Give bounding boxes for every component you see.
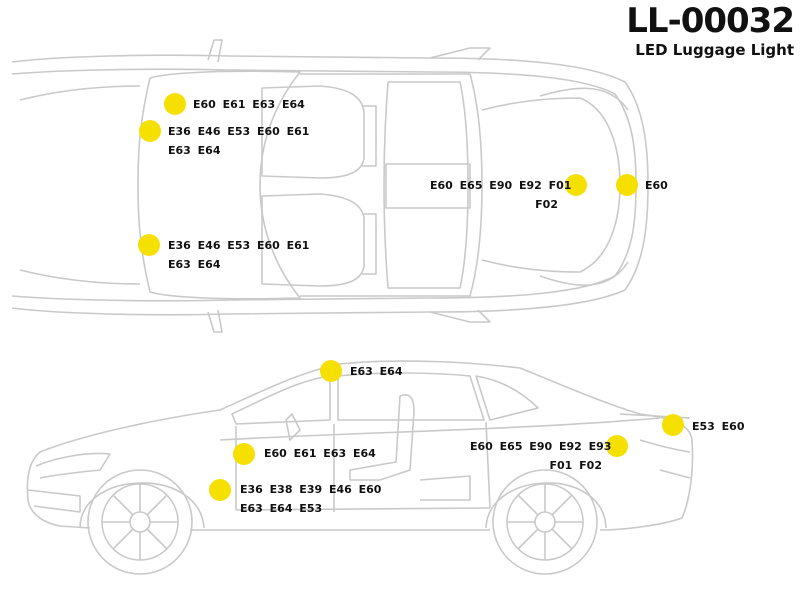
label-line: E60 E65 E90 E92 E93 <box>470 440 612 453</box>
label-line: E36 E46 E53 E60 E61 <box>168 239 310 252</box>
label-front-door-lower: E36 E38 E39 E46 E60 E63 E64 E53 <box>240 480 381 518</box>
label-front-door-left: E60 E61 E63 E64 <box>193 95 305 114</box>
label-trunk-inner: E60 E65 E90 E92 E93 F01 F02 <box>470 437 612 475</box>
marker-trunk-top <box>565 174 587 196</box>
label-line: E36 E46 E53 E60 E61 <box>168 125 310 138</box>
label-line: E63 E64 <box>168 258 221 271</box>
label-line: E53 E60 <box>692 420 745 433</box>
label-line: E63 E64 <box>350 365 403 378</box>
car-top-view <box>11 39 649 333</box>
label-trunk-top: E60 E65 E90 E92 F01 F02 <box>430 176 572 214</box>
label-line: E36 E38 E39 E46 E60 <box>240 483 382 496</box>
label-roof: E63 E64 <box>350 362 402 381</box>
marker-trunk-inner <box>606 435 628 457</box>
product-subtitle: LED Luggage Light <box>635 41 794 59</box>
label-tail-top: E60 <box>645 176 668 195</box>
marker-front-door-left <box>164 93 186 115</box>
marker-tail-top <box>616 174 638 196</box>
header: LL-00032 LED Luggage Light <box>626 1 795 59</box>
label-line: F02 <box>535 198 558 211</box>
marker-rear-door-left <box>139 120 161 142</box>
label-trunk-lid: E53 E60 <box>692 417 744 436</box>
label-line: E63 E64 E53 <box>240 502 323 515</box>
marker-trunk-lid <box>662 414 684 436</box>
label-line: E60 E61 E63 E64 <box>193 98 305 111</box>
car-side-view <box>26 360 694 575</box>
label-line: F01 F02 <box>549 459 602 472</box>
label-line: E63 E64 <box>168 144 221 157</box>
label-rear-door-left: E36 E46 E53 E60 E61 E63 E64 <box>168 122 309 160</box>
product-code: LL-00032 <box>626 1 795 41</box>
marker-front-door-upper <box>233 443 255 465</box>
label-line: E60 E65 E90 E92 F01 <box>430 179 572 192</box>
label-line: E60 E61 E63 E64 <box>264 447 376 460</box>
marker-roof <box>320 360 342 382</box>
label-line: E60 <box>645 179 668 192</box>
marker-rear-door-right <box>138 234 160 256</box>
label-front-door-upper: E60 E61 E63 E64 <box>264 444 376 463</box>
marker-front-door-lower <box>209 479 231 501</box>
label-rear-door-right: E36 E46 E53 E60 E61 E63 E64 <box>168 236 309 274</box>
